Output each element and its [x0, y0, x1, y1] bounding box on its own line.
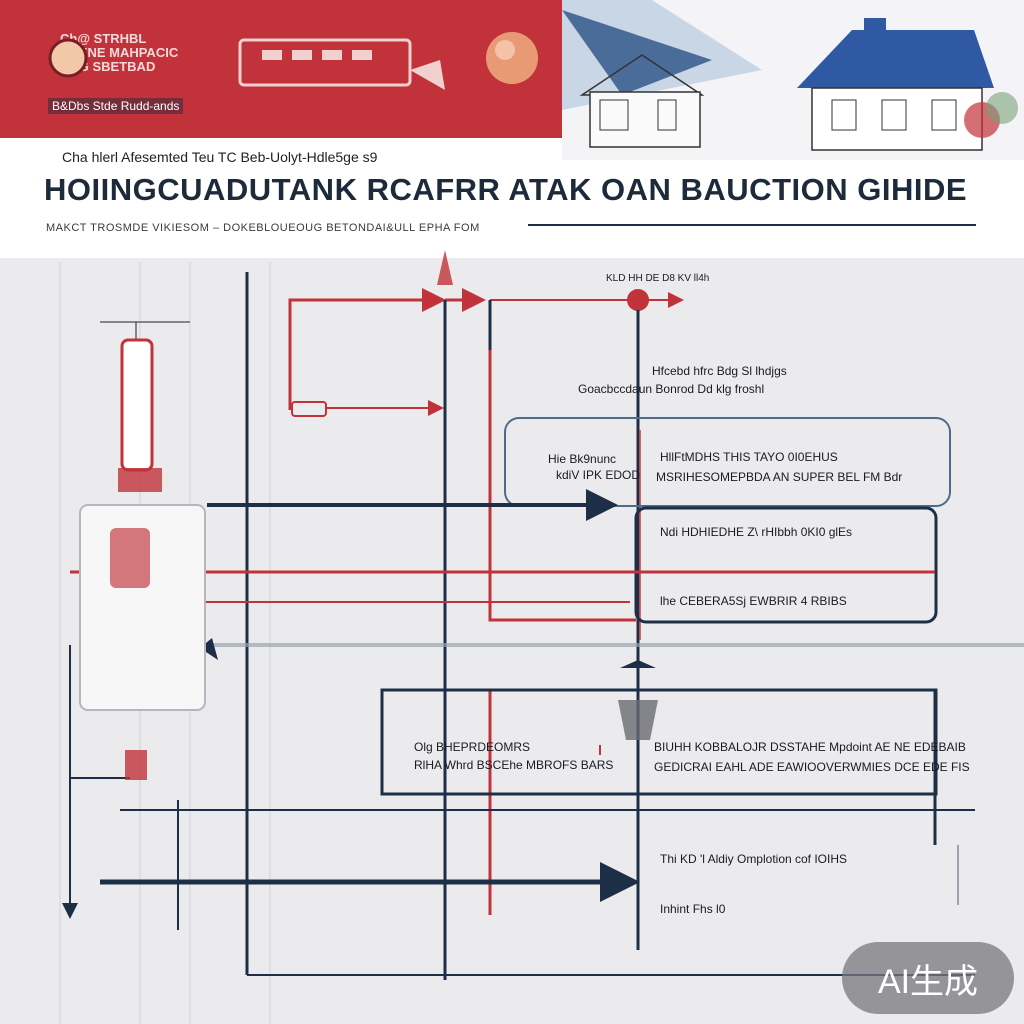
logo-tagline: B&Dbs Stde Rudd-ands [48, 98, 184, 114]
ai-generated-badge: AI生成 [842, 942, 1014, 1014]
loop-middle [634, 506, 938, 624]
label-box-left-b: RlHA Whrd BSCEhe MBROFS BARS [414, 758, 614, 772]
page-subtitle: MAKCT TROSMDE VIKIESOM – DOKEBLOUEOUG BE… [46, 222, 480, 234]
red-banner [0, 0, 562, 138]
logo-emblem-icon [48, 38, 88, 78]
label-row2-left-a: Hie Bk9nunc [548, 452, 617, 466]
label-row5: Thi KD 'l Aldiy Omplotion cof IOIHS [660, 852, 848, 866]
pump-icon [125, 750, 147, 780]
valve-icon [627, 289, 649, 311]
page-title: HOIINGCUADUTANK RCAFRR ATAK OAN BAUCTION… [44, 172, 968, 207]
label-row2-left-b: kdiV IPK EDOD [556, 468, 641, 482]
label-box-right-a: BIUHH KOBBALOJR DSSTAHE Mpdoint AE NE ED… [654, 740, 966, 754]
label-row2-a: HllFtMDHS THIS TAYO 0I0EHUS [660, 450, 838, 464]
vent-icon [437, 250, 453, 285]
pipe-red-top [288, 288, 446, 410]
label-row1-a: Hfcebd hfrc Bdg Sl lhdjgs [652, 364, 787, 378]
label-box-left-a: Olg BHEPRDEOMRS [414, 740, 531, 754]
loop-upper [504, 417, 951, 507]
label-row1-b: Goacbccdaun Bonrod Dd klg froshl [578, 382, 765, 396]
label-row2-b: MSRIHESOMEPBDA AN SUPER BEL FM Bdr [656, 470, 903, 484]
house-illustration [562, 0, 1024, 160]
label-top-arrow: KLD HH DE D8 KV ll4h [606, 273, 710, 284]
header-kicker: Cha hlerl Afesemted Teu TC Beb-Uolyt-Hdl… [62, 149, 378, 165]
label-row3: Ndi HDHIEDHE Z\ rHIbbh 0KI0 glEs [660, 525, 853, 539]
banner-illustration [48, 32, 538, 90]
water-heater-icon [120, 338, 154, 472]
title-rule [528, 224, 976, 226]
label-row4: lhe CEBERA5Sj EWBRIR 4 RBIBS [660, 594, 847, 608]
mixing-valve-icon [618, 700, 658, 740]
label-box-right-b: GEDICRAI EAHL ADE EAWIOOVERWMIES DCE EDE… [654, 760, 970, 774]
label-row6: Inhint Fhs l0 [660, 902, 726, 916]
heater-device-icon [238, 38, 412, 87]
